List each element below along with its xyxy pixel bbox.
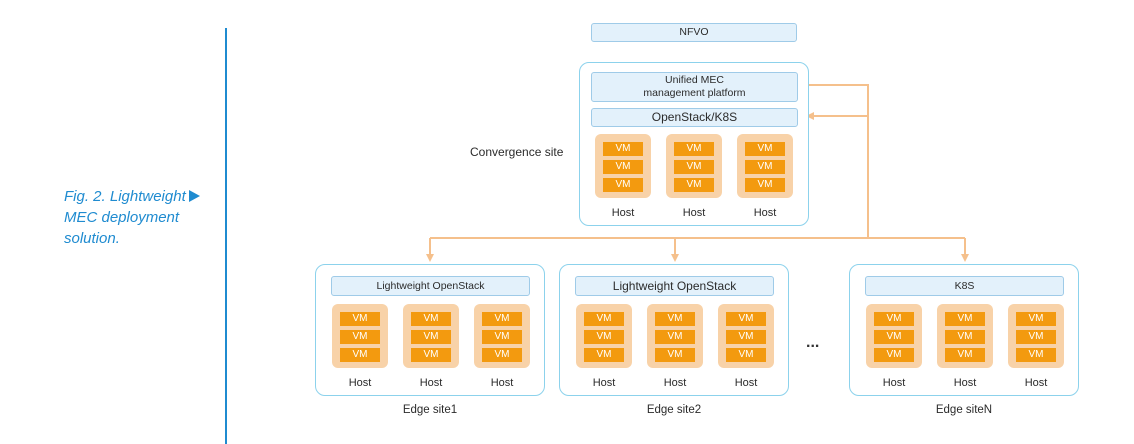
host-label: Host <box>953 377 977 389</box>
vm: VM <box>584 330 624 344</box>
vm: VM <box>745 178 785 192</box>
vm: VM <box>584 312 624 326</box>
vm: VM <box>745 160 785 174</box>
edge-site-2: Lightweight OpenStack VM VM VM Host VM V… <box>559 264 789 396</box>
vm: VM <box>482 312 522 326</box>
nfvo-box: NFVO <box>591 23 797 42</box>
vm: VM <box>674 160 714 174</box>
host-label: Host <box>734 377 758 389</box>
host: VM VM VM <box>403 304 459 368</box>
ellipsis: ... <box>806 334 820 351</box>
host: VM VM VM <box>866 304 922 368</box>
caption-arrow-icon <box>189 190 200 202</box>
vm: VM <box>603 142 643 156</box>
host: VM VM VM <box>474 304 530 368</box>
vm: VM <box>874 330 914 344</box>
vm: VM <box>340 312 380 326</box>
host-label: Host <box>1024 377 1048 389</box>
host-label: Host <box>592 377 616 389</box>
host-label: Host <box>753 207 777 219</box>
vm: VM <box>411 348 451 362</box>
host: VM VM VM <box>937 304 993 368</box>
host-label: Host <box>682 207 706 219</box>
vm: VM <box>945 348 985 362</box>
vm: VM <box>603 160 643 174</box>
host: VM VM VM <box>666 134 722 198</box>
host-label: Host <box>348 377 372 389</box>
vm: VM <box>874 348 914 362</box>
vm: VM <box>945 330 985 344</box>
vm: VM <box>874 312 914 326</box>
host: VM VM VM <box>332 304 388 368</box>
vm: VM <box>1016 348 1056 362</box>
vm: VM <box>726 312 766 326</box>
figure-caption: Fig. 2. Lightweight MEC deployment solut… <box>64 188 186 247</box>
vm: VM <box>482 330 522 344</box>
host: VM VM VM <box>737 134 793 198</box>
platform-line-2: management platform <box>643 87 746 99</box>
openstack-k8s-layer: OpenStack/K8S <box>591 108 798 127</box>
host: VM VM VM <box>595 134 651 198</box>
vm: VM <box>411 312 451 326</box>
vm: VM <box>674 142 714 156</box>
vm: VM <box>1016 330 1056 344</box>
host-label: Host <box>663 377 687 389</box>
platform-line-1: Unified MEC <box>665 74 724 86</box>
vm: VM <box>340 348 380 362</box>
edge-site-1: Lightweight OpenStack VM VM VM Host VM V… <box>315 264 545 396</box>
vm: VM <box>674 178 714 192</box>
host-label: Host <box>419 377 443 389</box>
vm: VM <box>482 348 522 362</box>
edge-site-n-label: Edge siteN <box>935 404 993 416</box>
unified-mec-platform: Unified MEC management platform <box>591 72 798 102</box>
edge-site-2-infra: Lightweight OpenStack <box>575 276 774 296</box>
vm: VM <box>1016 312 1056 326</box>
host: VM VM VM <box>718 304 774 368</box>
convergence-site-label: Convergence site <box>470 145 564 159</box>
host-label: Host <box>490 377 514 389</box>
vm: VM <box>726 348 766 362</box>
edge-site-2-label: Edge site2 <box>646 404 702 416</box>
vm: VM <box>411 330 451 344</box>
edge-site-n: K8S VM VM VM Host VM VM VM Host VM VM VM… <box>849 264 1079 396</box>
vm: VM <box>726 330 766 344</box>
vm: VM <box>655 348 695 362</box>
host: VM VM VM <box>576 304 632 368</box>
edge-site-n-infra: K8S <box>865 276 1064 296</box>
vm: VM <box>655 312 695 326</box>
convergence-site: Unified MEC management platform OpenStac… <box>579 62 809 226</box>
host: VM VM VM <box>647 304 703 368</box>
divider-line <box>225 28 227 444</box>
vm: VM <box>945 312 985 326</box>
host-label: Host <box>611 207 635 219</box>
edge-site-1-label: Edge site1 <box>402 404 458 416</box>
vm: VM <box>340 330 380 344</box>
host-label: Host <box>882 377 906 389</box>
host: VM VM VM <box>1008 304 1064 368</box>
vm: VM <box>745 142 785 156</box>
edge-site-1-infra: Lightweight OpenStack <box>331 276 530 296</box>
vm: VM <box>603 178 643 192</box>
vm: VM <box>655 330 695 344</box>
vm: VM <box>584 348 624 362</box>
